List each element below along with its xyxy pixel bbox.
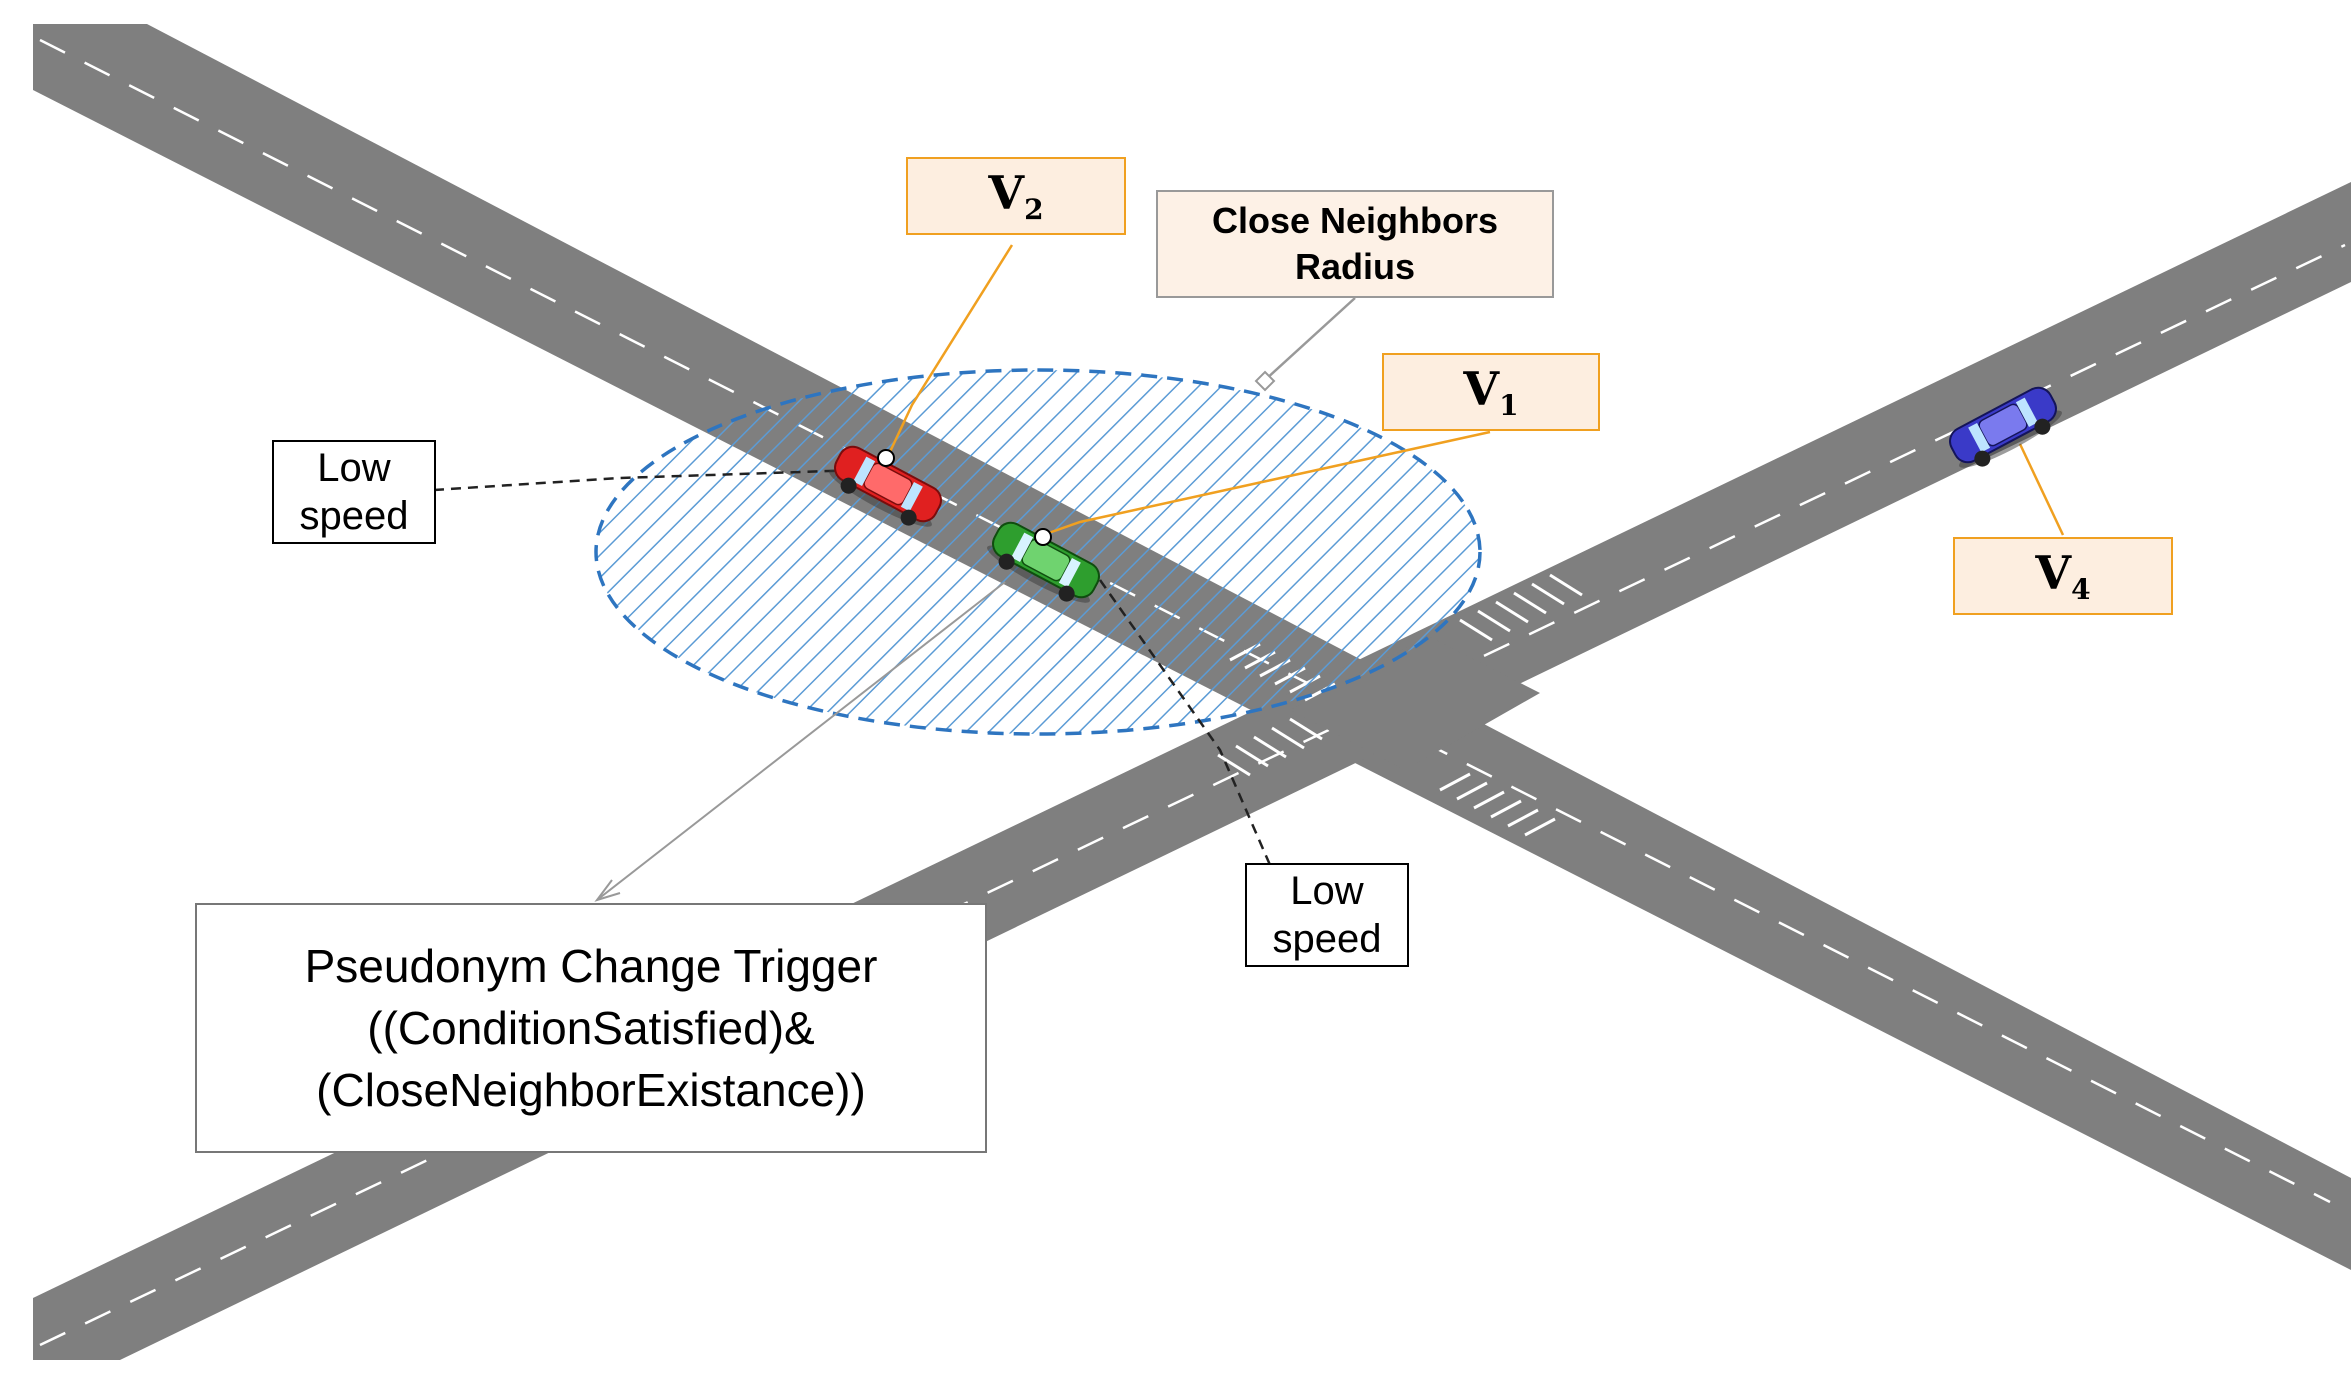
low-speed-label-right: Low speed [1245,863,1409,967]
v1-marker [1034,528,1052,546]
low-speed-right-line2: speed [1272,917,1382,961]
radius-label-line2: Radius [1294,246,1416,287]
v4-label: V4 [1953,537,2173,615]
trigger-line2: ((ConditionSatisfied)& [367,1002,815,1054]
v1-letter: V [1463,362,1500,416]
low-speed-label-left: Low speed [272,440,436,544]
low-speed-left-line2: speed [299,494,409,538]
v1-label: V1 [1382,353,1600,431]
close-neighbors-radius-label: Close Neighbors Radius [1156,190,1554,298]
low-speed-right-line1: Low [1290,869,1364,913]
crosswalk-left [1217,717,1323,777]
road-cross-diagonal [33,182,2351,1360]
v2-marker [877,449,895,467]
v2-label: V2 [906,157,1126,235]
v4-index: 4 [2071,573,2091,606]
pseudonym-change-trigger-box: Pseudonym Change Trigger ((ConditionSati… [195,903,987,1153]
intersection-area [1290,636,1540,770]
green-car-icon [987,521,1100,603]
crosswalk-right [1459,573,1583,642]
radius-label-line1: Close Neighbors [1211,200,1499,241]
low-speed-left-line1: Low [317,446,391,490]
crosswalk-bottom [1439,772,1556,837]
callout-lines [433,244,2065,902]
v1-index: 1 [1499,389,1519,422]
blue-car-icon [1949,386,2062,468]
trigger-line1: Pseudonym Change Trigger [304,940,878,992]
v2-index: 2 [1024,193,1044,226]
red-car-icon [829,445,942,527]
v2-letter: V [988,166,1025,220]
v4-letter: V [2035,546,2072,600]
trigger-line3: (CloseNeighborExistance)) [316,1064,866,1116]
